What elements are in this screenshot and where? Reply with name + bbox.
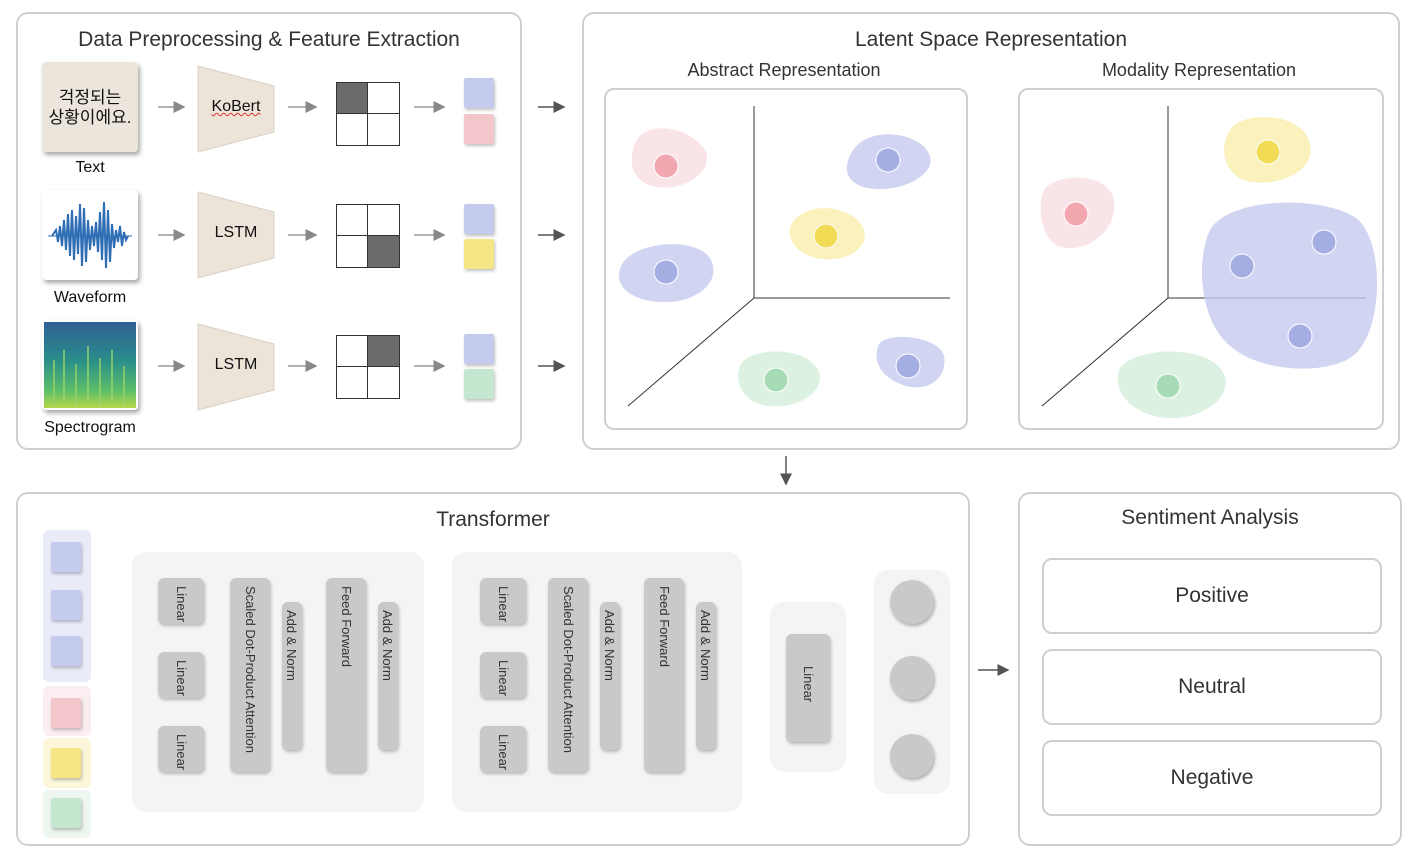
preprocessing-title: Data Preprocessing & Feature Extraction [78,28,460,51]
grid-cell [368,114,399,145]
lstm-waveform-shape [197,191,275,279]
blue-point-1 [1229,253,1255,279]
lstm-spectrogram-shape [197,323,275,411]
feed-forward-block: Feed Forward [326,578,366,772]
linear-v: Linear [158,726,204,772]
spectrogram-label: Spectrogram [44,419,136,436]
sentiment-title: Sentiment Analysis [1121,506,1299,529]
kobert-label: KoBert [211,98,261,115]
input-token-6 [51,798,81,828]
linear-v: Linear [480,726,526,772]
abstract-title: Abstract Representation [687,60,881,80]
attention-block: Scaled Dot-Product Attention [230,578,270,772]
grid-cell [337,336,368,367]
yellow-point [1255,139,1281,165]
text-sample: 걱정되는 상황이에요. [48,88,132,127]
feature-grid-spectrogram [336,335,400,399]
grid-cell [368,205,399,236]
grid-cell [368,336,399,367]
blue-point-2 [1311,229,1337,255]
latent-title: Latent Space Representation [854,28,1128,51]
spectrogram-token-specific [464,369,494,399]
linear-k: Linear [480,652,526,698]
blue-point-2 [653,259,679,285]
kobert-encoder: KoBert [196,64,276,154]
text-label: Text [75,159,105,176]
blue-point-1 [875,147,901,173]
green-point [763,367,789,393]
grid-cell [337,205,368,236]
grid-cell [368,83,399,114]
modality-scatter [1040,106,1378,419]
blue-point-3 [1287,323,1313,349]
grid-cell [368,367,399,398]
feed-forward-block: Feed Forward [644,578,684,772]
feature-grid-waveform [336,204,400,268]
transformer-title: Transformer [436,508,550,531]
input-token-4 [51,698,81,728]
input-token-5 [51,748,81,778]
output-node-3 [890,734,934,778]
output-node-1 [890,580,934,624]
input-token-2 [51,590,81,620]
sentiment-panel: Sentiment Analysis Positive Neutral Nega… [1018,492,1402,846]
attention-block: Scaled Dot-Product Attention [548,578,588,772]
output-nodes-block [874,570,950,794]
modality-title: Modality Representation [1101,60,1297,80]
linear-q: Linear [158,578,204,624]
encoder-layer-1: Linear Linear Linear Scaled Dot-Product … [132,552,424,812]
sentiment-neutral: Neutral [1042,649,1382,725]
waveform-token-shared [464,204,494,234]
linear-q: Linear [480,578,526,624]
add-norm-1: Add & Norm [282,602,302,750]
grid-cell [368,236,399,267]
encoder-layer-2: Linear Linear Linear Scaled Dot-Product … [452,552,742,812]
text-token-shared [464,78,494,108]
waveform-graphic [48,201,132,269]
lstm-spectrogram-encoder: LSTM [196,322,276,412]
sentiment-negative: Negative [1042,740,1382,816]
abstract-scatter [619,106,950,407]
pink-point [1063,201,1089,227]
sentiment-positive: Positive [1042,558,1382,634]
grid-cell [337,367,368,398]
waveform-token-specific [464,239,494,269]
blue-point-3 [895,353,921,379]
lstm-spectrogram-label: LSTM [214,356,258,373]
text-token-specific [464,114,494,144]
spectrogram-token-shared [464,334,494,364]
yellow-point [813,223,839,249]
feature-grid-text [336,82,400,146]
add-norm-1: Add & Norm [600,602,620,750]
output-node-2 [890,656,934,700]
linear-k: Linear [158,652,204,698]
output-linear-block: Linear [770,602,846,772]
output-linear: Linear [786,634,830,742]
abstract-plot [604,88,968,430]
lstm-waveform-label: LSTM [214,224,258,241]
input-token-1 [51,542,81,572]
blue-shared-cluster [1201,202,1378,369]
add-norm-2: Add & Norm [696,602,716,750]
add-norm-2: Add & Norm [378,602,398,750]
green-point [1155,373,1181,399]
spectrogram-graphic [44,322,136,408]
kobert-shape [197,65,275,153]
input-token-3 [51,636,81,666]
spectrogram-thumbnail [42,320,138,410]
grid-cell [337,236,368,267]
pink-point [653,153,679,179]
lstm-waveform-encoder: LSTM [196,190,276,280]
waveform-label: Waveform [53,289,127,306]
text-sample-thumbnail: 걱정되는 상황이에요. [42,62,138,152]
waveform-thumbnail [42,190,138,280]
grid-cell [337,114,368,145]
grid-cell [337,83,368,114]
modality-plot [1018,88,1384,430]
